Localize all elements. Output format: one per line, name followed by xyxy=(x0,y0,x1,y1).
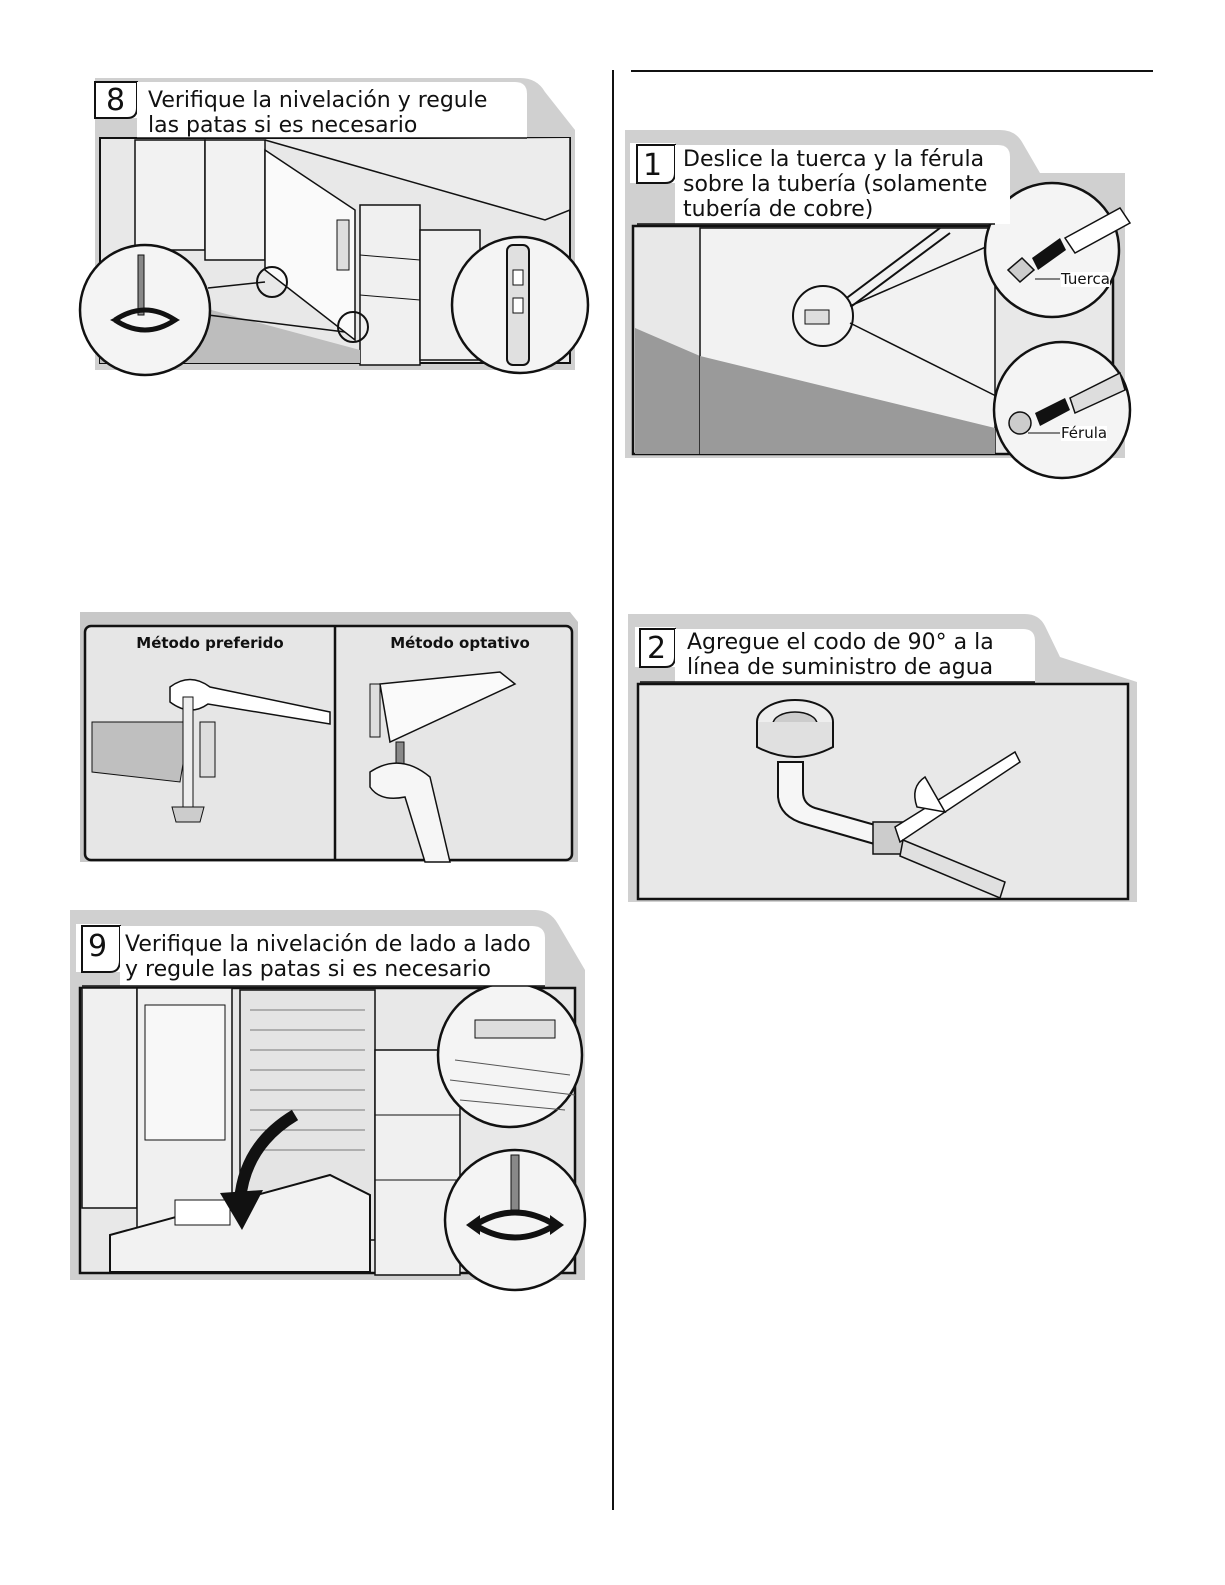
step2-title-line1: Agregue el codo de 90° a la xyxy=(687,630,994,655)
ferrule-label: Férula xyxy=(1061,424,1108,442)
step2-title-line2: línea de suministro de agua xyxy=(687,655,994,680)
top-rule xyxy=(631,70,1153,72)
step1-panel: 1 Deslice la tuerca y la férula sobre la… xyxy=(620,128,1140,483)
step9-title-line2: y regule las patas si es necesario xyxy=(125,957,491,982)
nut-label: Tuerca xyxy=(1061,270,1110,288)
step1-number: 1 xyxy=(643,148,663,183)
step8-number: 8 xyxy=(106,83,126,118)
step1-title-line3: tubería de cobre) xyxy=(683,197,874,222)
step9-title-line1: Verifique la nivelación de lado a lado xyxy=(125,932,531,957)
step9-illustration xyxy=(70,910,587,1292)
step1-illustration xyxy=(625,130,1132,480)
step2-number: 2 xyxy=(647,631,667,666)
step1-title-line1: Deslice la tuerca y la férula xyxy=(683,147,985,172)
step9-panel: 9 Verifique la nivelación de lado a lado… xyxy=(70,910,595,1295)
step8-illustration xyxy=(78,78,590,377)
method-optional-label: Método optativo xyxy=(390,634,530,652)
column-divider xyxy=(612,70,614,1510)
method-preferred-label: Método preferido xyxy=(136,634,284,652)
step2-panel: 2 Agregue el codo de 90° a la línea de s… xyxy=(625,612,1140,907)
step8-panel: 8 Verifique la nivelación y regule las p… xyxy=(75,70,595,380)
step8-title-line2: las patas si es necesario xyxy=(148,113,418,138)
method-panel: Método preferido Método optativo xyxy=(80,612,580,864)
step2-illustration xyxy=(628,614,1137,902)
step9-number: 9 xyxy=(88,929,108,964)
step8-title-line1: Verifique la nivelación y regule xyxy=(148,88,488,113)
step1-title-line2: sobre la tubería (solamente xyxy=(683,172,988,197)
method-illustration xyxy=(80,612,578,863)
